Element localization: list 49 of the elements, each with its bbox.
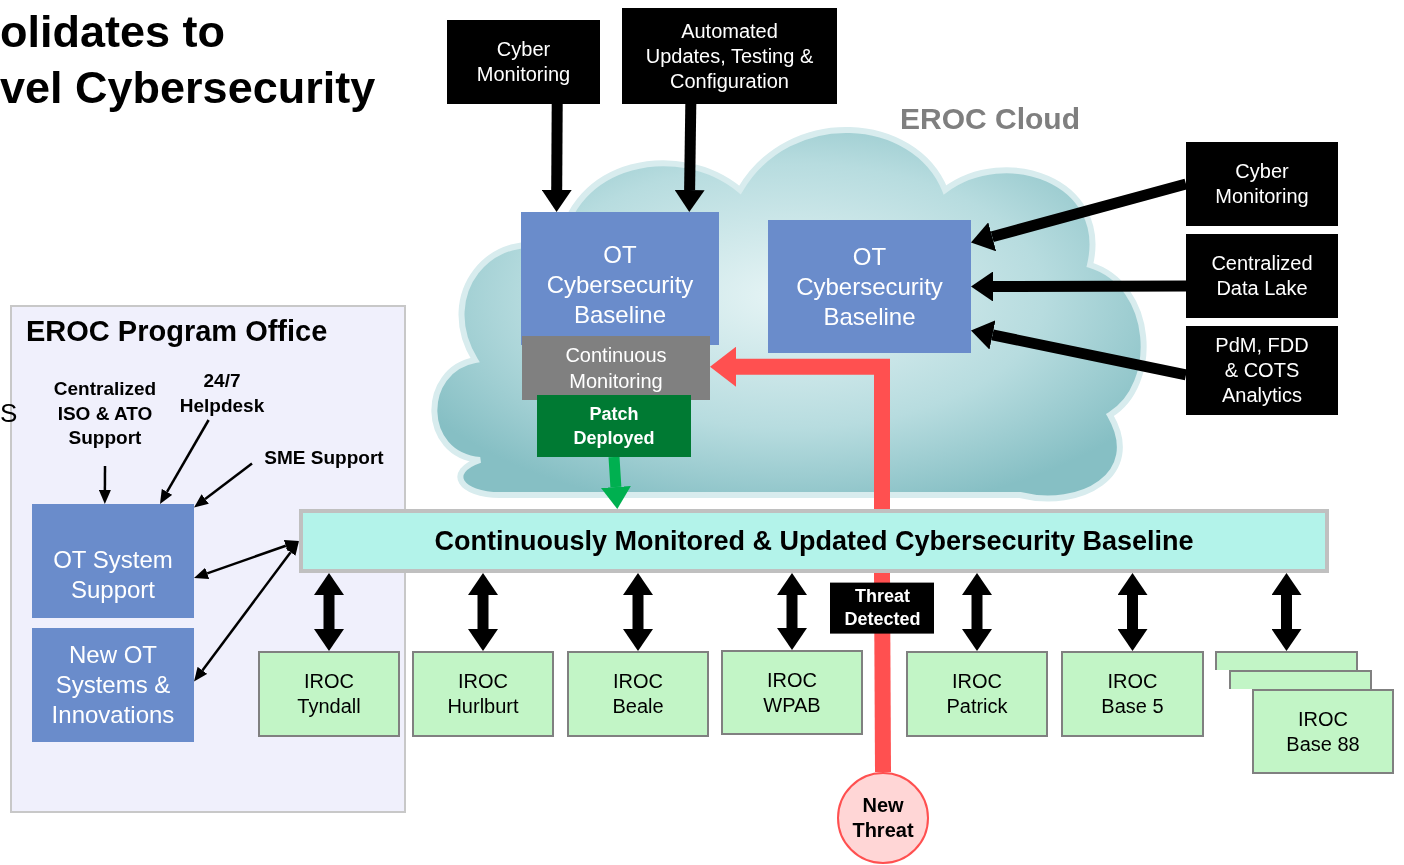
site-box: IROC Base 5 [1061, 651, 1204, 737]
site-box: IROC Base 88 [1252, 689, 1394, 774]
arrow [194, 462, 253, 508]
baseline-band: Continuously Monitored & Updated Cybersecurity Baseline [299, 509, 1329, 573]
double-arrow [194, 540, 299, 580]
double-arrow [468, 573, 498, 651]
process-box: New OT Systems & Innovations [32, 628, 194, 742]
label-box: Cyber Monitoring [1186, 142, 1338, 226]
double-arrow [1117, 573, 1148, 651]
annotation-text: Centralized ISO & ATO Support [46, 362, 164, 466]
label-box: Centralized Data Lake [1186, 234, 1338, 318]
arrow [710, 346, 890, 509]
double-arrow [314, 573, 344, 651]
annotation-text: SME Support [252, 444, 396, 472]
cloud-heading: EROC Cloud [900, 102, 1080, 136]
site-box: IROC Beale [567, 651, 709, 737]
site-box: IROC Hurlburt [412, 651, 554, 737]
site-box: IROC Tyndall [258, 651, 400, 737]
process-box: OT Cybersecurity Baseline [768, 220, 971, 353]
arrow [98, 466, 111, 504]
title-text: olidates to [0, 6, 226, 58]
arrow [971, 271, 1186, 302]
stacked-site-box [1229, 670, 1372, 689]
annotation-text: 24/7 Helpdesk [166, 368, 278, 420]
arrow [160, 419, 210, 504]
double-arrow [777, 573, 807, 650]
double-arrow [962, 573, 992, 651]
arrow [674, 103, 705, 212]
double-arrow [623, 573, 653, 651]
double-arrow [194, 541, 299, 682]
partial-text: S [0, 398, 18, 429]
arrow [600, 456, 631, 509]
threat-circle: New Threat [837, 772, 929, 864]
title-text: vel Cybersecurity [0, 62, 376, 114]
label-box: PdM, FDD & COTS Analytics [1186, 326, 1338, 415]
label-box: Automated Updates, Testing & Configuration [622, 8, 837, 104]
status-box: Continuous Monitoring [522, 336, 710, 400]
status-box: Patch Deployed [537, 395, 691, 457]
process-box: OT System Support [32, 504, 194, 618]
stacked-site-box [1215, 651, 1358, 670]
edge-label: Threat Detected [830, 582, 935, 634]
site-box: IROC WPAB [721, 650, 863, 735]
process-box: OT Cybersecurity Baseline [521, 212, 719, 345]
arrow [541, 103, 572, 212]
double-arrow [1271, 573, 1302, 651]
arrow [970, 178, 1188, 252]
panel-heading: EROC Program Office [26, 315, 328, 348]
site-box: IROC Patrick [906, 651, 1048, 737]
label-box: Cyber Monitoring [447, 20, 600, 104]
